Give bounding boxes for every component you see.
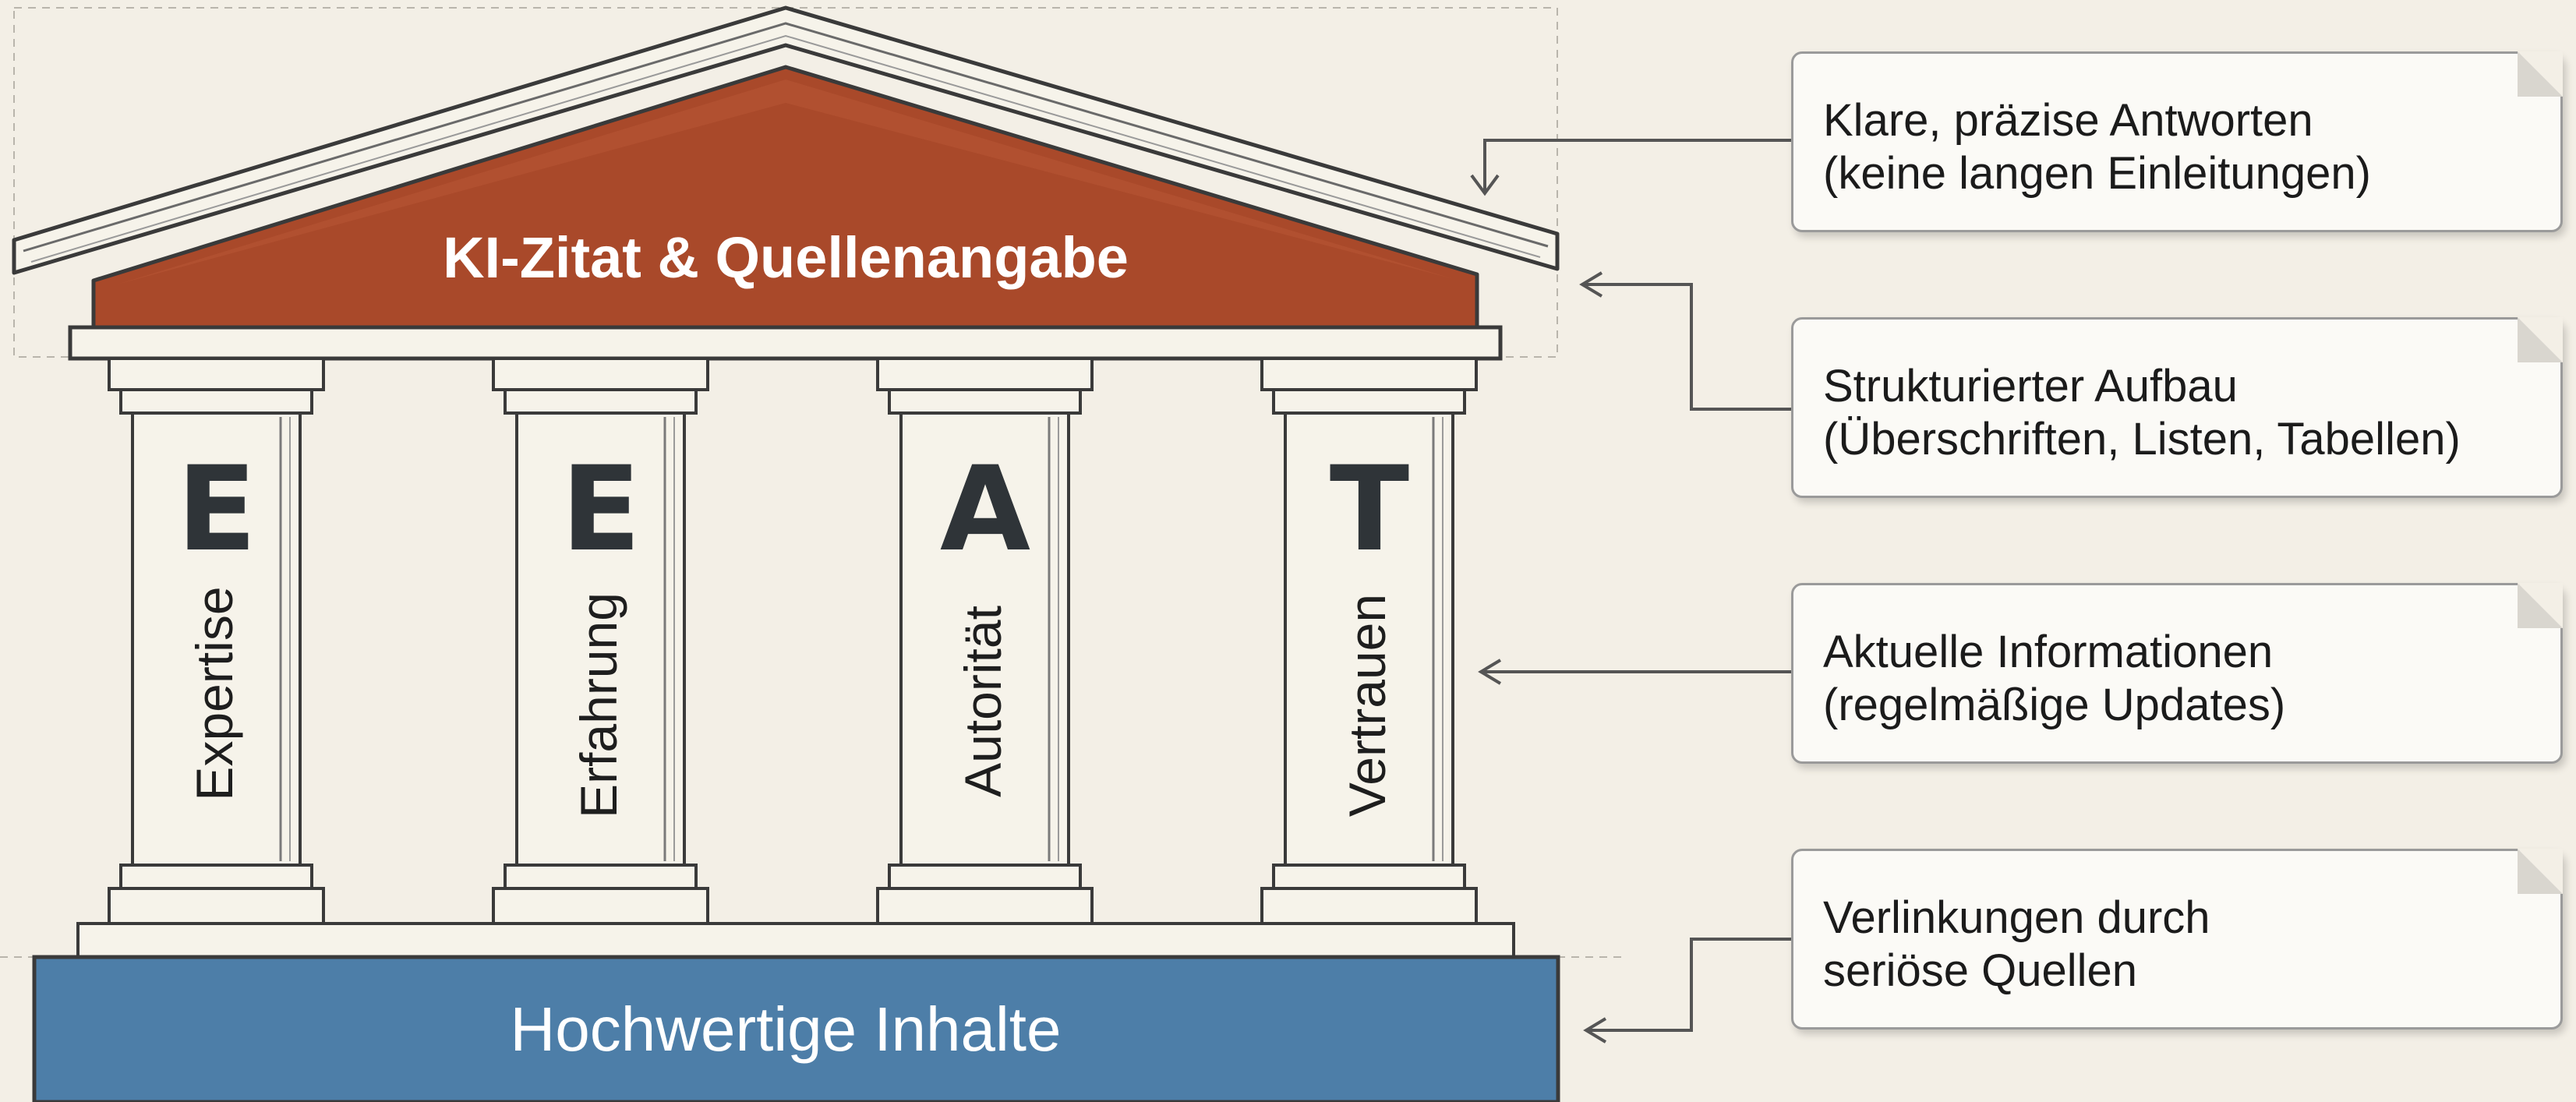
page-fold-icon — [2518, 51, 2563, 97]
callout-line: Klare, präzise Antworten — [1823, 95, 2313, 146]
connector-arrows — [1470, 139, 1791, 1044]
roof-title: KI-Zitat & Quellenangabe — [443, 225, 1129, 290]
pillar-erfahrung: E Erfahrung — [492, 357, 709, 925]
pillar-letter: T — [1330, 442, 1409, 577]
roof-pediment — [91, 65, 1479, 330]
callout-line: Verlinkungen durch — [1823, 892, 2210, 943]
arrow-connector — [1583, 1017, 1607, 1044]
callout-note: Klare, präzise Antworten (keine langen E… — [1791, 51, 2563, 232]
pillar-letter: E — [561, 442, 641, 577]
entablature — [68, 325, 1503, 361]
pillar-expertise: E Expertise — [108, 357, 325, 925]
arrow-connector — [1483, 139, 1791, 191]
pillar-letter: E — [177, 442, 256, 577]
pillar-word: Autorität — [954, 606, 1012, 797]
pillar-letter: A — [940, 442, 1030, 577]
pillar-word: Erfahrung — [570, 592, 627, 818]
arrow-connector — [1478, 659, 1502, 685]
arrow-connector — [1470, 174, 1500, 196]
callout-line: seriöse Quellen — [1823, 945, 2137, 996]
stylobate — [76, 922, 1515, 959]
callout-line: (regelmäßige Updates) — [1823, 680, 2286, 730]
callout-note: Strukturierter Aufbau (Überschriften, Li… — [1791, 317, 2563, 498]
arrow-connector — [1582, 283, 1791, 411]
page-fold-icon — [2518, 583, 2563, 628]
pillar-autoritaet: A Autorität — [876, 357, 1094, 925]
callout-line: Aktuelle Informationen — [1823, 627, 2274, 677]
base-title: Hochwertige Inhalte — [510, 994, 1061, 1064]
callout-note: Verlinkungen durch seriöse Quellen — [1791, 849, 2563, 1030]
arrow-connector — [1586, 938, 1791, 1032]
pillar-word: Vertrauen — [1338, 594, 1396, 817]
arrow-connector — [1579, 271, 1603, 298]
temple-base: Hochwertige Inhalte — [32, 955, 1560, 1102]
page-fold-icon — [2518, 317, 2563, 362]
callout-line: (Überschriften, Listen, Tabellen) — [1823, 414, 2461, 464]
page-fold-icon — [2518, 849, 2563, 894]
temple-roof: KI-Zitat & Quellenangabe — [12, 5, 1560, 330]
pillar-word: Expertise — [186, 586, 243, 800]
pillar-vertrauen: T Vertrauen — [1260, 357, 1478, 925]
callout-note: Aktuelle Informationen (regelmäßige Upda… — [1791, 583, 2563, 764]
callout-line: (keine langen Einleitungen) — [1823, 148, 2371, 199]
callout-line: Strukturierter Aufbau — [1823, 361, 2238, 411]
